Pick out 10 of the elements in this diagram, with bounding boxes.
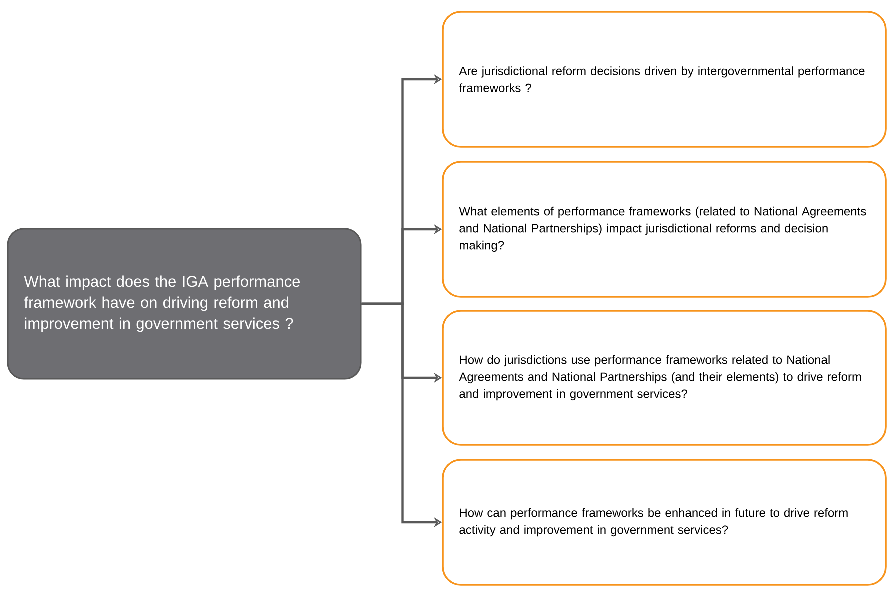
node-label: What impact does the IGA performance framework have on driving reform and improvement in government services ? <box>24 276 300 332</box>
node-label: How do jurisdictions use performance frameworks related to National Agreements and National Partnerships (and their elements) to drive reform and improvement in government services? <box>459 355 862 401</box>
sub-question-box <box>442 161 887 298</box>
node-label: How can performance frameworks be enhanced in future to drive reform activity and improvement in government services? <box>460 508 848 537</box>
sub-question-box <box>442 11 887 148</box>
node-label: What elements of performance frameworks (related to National Agreements and National Partnerships) impact jurisdictional reforms and decision making? <box>459 206 866 252</box>
sub-question-box <box>442 459 887 586</box>
node-label: Are jurisdictional reform decisions driven by intergovernmental performance frameworks ? <box>459 66 865 92</box>
sub-question-box <box>442 310 887 446</box>
question-box <box>7 228 362 380</box>
